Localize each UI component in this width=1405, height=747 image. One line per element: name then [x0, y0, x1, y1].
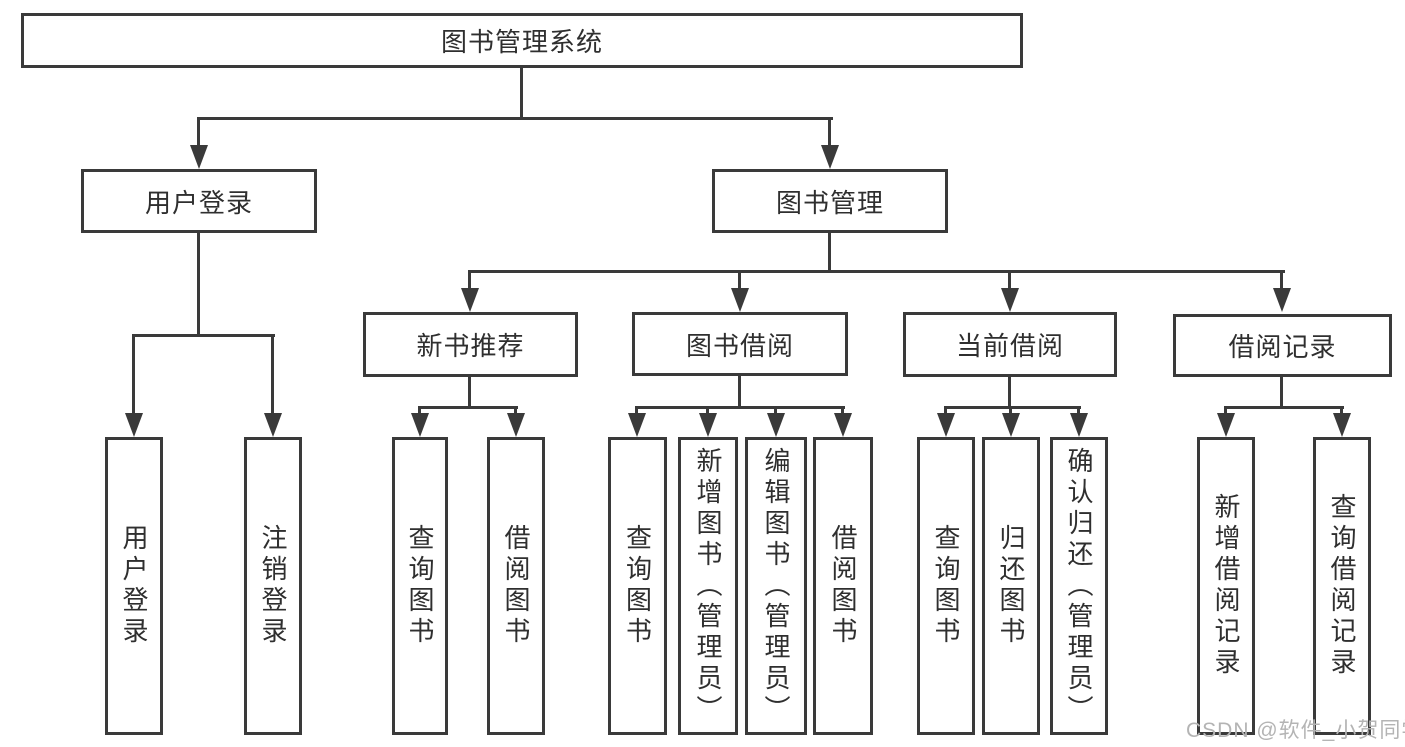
node-record-query-label: 查询借阅记录	[1327, 493, 1357, 679]
arrow-down-icon	[767, 413, 785, 437]
node-borrow-record: 借阅记录	[1173, 314, 1392, 377]
node-user-login: 用户登录	[81, 169, 317, 233]
node-current-confirm-return-label: 确认归还（管理员）	[1064, 446, 1094, 726]
connector-line	[197, 117, 200, 147]
node-root: 图书管理系统	[21, 13, 1023, 68]
arrow-down-icon	[125, 413, 143, 437]
arrow-down-icon	[1001, 288, 1019, 312]
node-borrow-add-book: 新增图书（管理员）	[678, 437, 738, 735]
node-logout: 注销登录	[244, 437, 302, 735]
connector-line	[468, 377, 471, 409]
node-borrow-edit-book-label: 编辑图书（管理员）	[761, 446, 791, 726]
node-record-add: 新增借阅记录	[1197, 437, 1255, 735]
arrow-down-icon	[1273, 288, 1291, 312]
connector-line	[197, 233, 200, 337]
node-logout-label: 注销登录	[258, 524, 288, 648]
watermark: CSDN @软件_小贺同学	[1186, 719, 1405, 742]
connector-line	[514, 406, 517, 416]
connector-line	[828, 233, 831, 273]
arrow-down-icon	[699, 413, 717, 437]
node-recommend-borrow-book-label: 借阅图书	[501, 524, 531, 648]
node-current-query-book: 查询图书	[917, 437, 975, 735]
connector-line	[738, 270, 741, 290]
node-current-return-book: 归还图书	[982, 437, 1040, 735]
arrow-down-icon	[628, 413, 646, 437]
connector-line	[738, 376, 741, 409]
connector-line	[1224, 406, 1344, 409]
arrow-down-icon	[1333, 413, 1351, 437]
node-book-management: 图书管理	[712, 169, 948, 233]
connector-line	[706, 406, 709, 416]
connector-line	[944, 406, 947, 416]
node-recommend-query-book: 查询图书	[392, 437, 448, 735]
connector-line	[1280, 270, 1283, 290]
node-borrow-borrow-book-label: 借阅图书	[828, 524, 858, 648]
connector-line	[520, 66, 523, 117]
connector-line	[418, 406, 421, 416]
node-recommend-query-book-label: 查询图书	[405, 524, 435, 648]
node-record-query: 查询借阅记录	[1313, 437, 1371, 735]
node-book-borrow: 图书借阅	[632, 312, 848, 376]
connector-line	[1008, 270, 1011, 290]
connector-line	[1077, 406, 1080, 416]
node-current-query-book-label: 查询图书	[931, 524, 961, 648]
connector-line	[468, 270, 471, 290]
arrow-down-icon	[507, 413, 525, 437]
connector-line	[635, 406, 638, 416]
arrow-down-icon	[461, 288, 479, 312]
connector-line	[197, 117, 833, 120]
arrow-down-icon	[937, 413, 955, 437]
arrow-down-icon	[731, 288, 749, 312]
node-current-borrow-label: 当前借阅	[955, 331, 1064, 361]
node-borrow-add-book-label: 新增图书（管理员）	[693, 446, 723, 726]
node-new-book-recommend: 新书推荐	[363, 312, 578, 377]
arrow-down-icon	[821, 145, 839, 169]
node-borrow-borrow-book: 借阅图书	[813, 437, 873, 735]
node-book-borrow-label: 图书借阅	[685, 330, 794, 361]
connector-line	[944, 406, 1081, 409]
connector-line	[635, 406, 845, 409]
node-borrow-query-book-label: 查询图书	[622, 524, 653, 648]
arrow-down-icon	[190, 145, 208, 169]
node-current-return-book-label: 归还图书	[996, 524, 1026, 648]
connector-line	[1340, 406, 1343, 416]
arrow-down-icon	[411, 413, 429, 437]
connector-line	[271, 334, 274, 415]
arrow-down-icon	[1002, 413, 1020, 437]
node-borrow-record-label: 借阅记录	[1228, 332, 1337, 362]
connector-line	[841, 406, 844, 416]
node-recommend-borrow-book: 借阅图书	[487, 437, 545, 735]
connector-line	[1280, 377, 1283, 409]
connector-line	[828, 117, 831, 147]
node-book-management-label: 图书管理	[775, 187, 884, 218]
node-login-label: 用户登录	[119, 524, 149, 648]
node-root-label: 图书管理系统	[440, 27, 603, 57]
node-current-confirm-return: 确认归还（管理员）	[1050, 437, 1108, 735]
connector-line	[132, 334, 275, 337]
arrow-down-icon	[264, 413, 282, 437]
node-new-book-recommend-label: 新书推荐	[416, 331, 525, 361]
node-user-login-label: 用户登录	[144, 187, 253, 218]
connector-line	[468, 270, 1285, 273]
connector-line	[132, 334, 135, 415]
arrow-down-icon	[1217, 413, 1235, 437]
node-login: 用户登录	[105, 437, 163, 735]
node-borrow-query-book: 查询图书	[608, 437, 667, 735]
node-borrow-edit-book: 编辑图书（管理员）	[745, 437, 807, 735]
connector-line	[774, 406, 777, 416]
connector-line	[1224, 406, 1227, 416]
node-current-borrow: 当前借阅	[903, 312, 1117, 377]
node-record-add-label: 新增借阅记录	[1211, 493, 1241, 679]
connector-line	[1008, 377, 1011, 409]
connector-line	[1009, 406, 1012, 416]
arrow-down-icon	[1070, 413, 1088, 437]
arrow-down-icon	[834, 413, 852, 437]
connector-line	[418, 406, 518, 409]
